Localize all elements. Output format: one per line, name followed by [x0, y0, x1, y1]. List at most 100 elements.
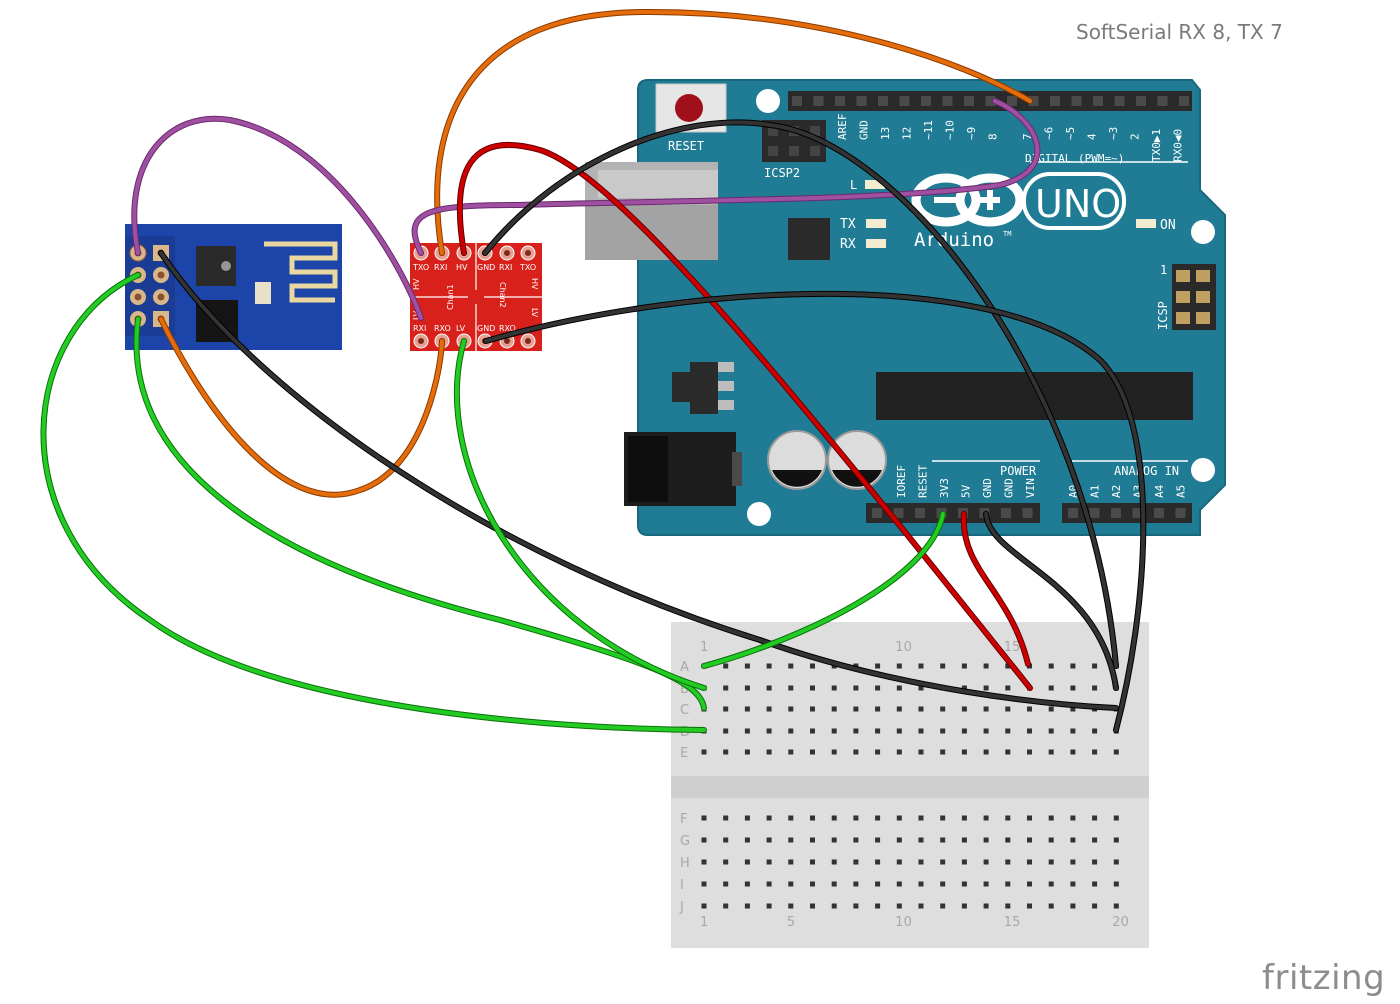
breadboard-hole[interactable]	[875, 685, 881, 691]
breadboard-hole[interactable]	[853, 903, 859, 909]
breadboard-hole[interactable]	[788, 903, 794, 909]
breadboard-hole[interactable]	[961, 749, 967, 755]
header-socket[interactable]	[1111, 508, 1121, 518]
breadboard-hole[interactable]	[1005, 859, 1011, 865]
breadboard-hole[interactable]	[875, 903, 881, 909]
breadboard-hole[interactable]	[896, 749, 902, 755]
breadboard-hole[interactable]	[983, 728, 989, 734]
breadboard-hole[interactable]	[983, 859, 989, 865]
breadboard-hole[interactable]	[723, 859, 729, 865]
header-socket[interactable]	[1093, 96, 1103, 106]
breadboard-hole[interactable]	[853, 859, 859, 865]
breadboard-hole[interactable]	[1092, 749, 1098, 755]
breadboard-hole[interactable]	[788, 685, 794, 691]
breadboard-hole[interactable]	[723, 881, 729, 887]
breadboard-hole[interactable]	[1092, 815, 1098, 821]
breadboard-hole[interactable]	[1005, 881, 1011, 887]
breadboard-hole[interactable]	[810, 903, 815, 909]
breadboard-hole[interactable]	[940, 706, 946, 712]
breadboard-hole[interactable]	[1092, 859, 1098, 865]
breadboard-hole[interactable]	[896, 837, 902, 843]
breadboard-hole[interactable]	[1048, 881, 1054, 887]
breadboard-hole[interactable]	[831, 706, 837, 712]
breadboard-hole[interactable]	[983, 749, 989, 755]
breadboard-hole[interactable]	[1092, 903, 1098, 909]
breadboard-hole[interactable]	[1113, 881, 1119, 887]
breadboard-hole[interactable]	[940, 728, 946, 734]
breadboard-hole[interactable]	[1070, 837, 1076, 843]
breadboard-hole[interactable]	[831, 728, 837, 734]
breadboard-hole[interactable]	[853, 728, 859, 734]
breadboard-hole[interactable]	[983, 881, 989, 887]
breadboard-hole[interactable]	[766, 837, 772, 843]
breadboard-hole[interactable]	[1048, 837, 1054, 843]
breadboard-hole[interactable]	[1092, 685, 1098, 691]
breadboard-hole[interactable]	[875, 815, 881, 821]
breadboard-hole[interactable]	[940, 881, 946, 887]
breadboard-hole[interactable]	[918, 903, 924, 909]
breadboard-hole[interactable]	[788, 706, 794, 712]
breadboard-hole[interactable]	[875, 859, 881, 865]
breadboard-hole[interactable]	[875, 663, 881, 669]
breadboard-hole[interactable]	[810, 749, 815, 755]
breadboard-hole[interactable]	[723, 837, 729, 843]
breadboard-hole[interactable]	[1005, 815, 1011, 821]
breadboard-hole[interactable]	[1070, 663, 1076, 669]
breadboard-hole[interactable]	[810, 685, 815, 691]
breadboard-hole[interactable]	[701, 815, 707, 821]
header-socket[interactable]	[792, 96, 802, 106]
breadboard-hole[interactable]	[896, 859, 902, 865]
breadboard-hole[interactable]	[723, 815, 729, 821]
breadboard-hole[interactable]	[940, 749, 946, 755]
breadboard-hole[interactable]	[961, 815, 967, 821]
breadboard-hole[interactable]	[1027, 859, 1032, 865]
breadboard-hole[interactable]	[701, 881, 707, 887]
breadboard-hole[interactable]	[810, 728, 815, 734]
breadboard-hole[interactable]	[875, 837, 881, 843]
breadboard-hole[interactable]	[1070, 685, 1076, 691]
breadboard-hole[interactable]	[853, 749, 859, 755]
breadboard-hole[interactable]	[1048, 685, 1054, 691]
header-socket[interactable]	[964, 96, 974, 106]
breadboard-hole[interactable]	[918, 685, 924, 691]
breadboard-hole[interactable]	[875, 749, 881, 755]
breadboard-hole[interactable]	[896, 685, 902, 691]
breadboard-hole[interactable]	[788, 859, 794, 865]
breadboard-hole[interactable]	[918, 728, 924, 734]
breadboard-hole[interactable]	[940, 837, 946, 843]
header-socket[interactable]	[915, 508, 925, 518]
breadboard-hole[interactable]	[723, 903, 729, 909]
breadboard-hole[interactable]	[961, 663, 967, 669]
breadboard-hole[interactable]	[1005, 685, 1011, 691]
breadboard-hole[interactable]	[1027, 815, 1032, 821]
header-socket[interactable]	[1175, 508, 1186, 518]
reset-button-cap[interactable]	[675, 94, 703, 122]
header-socket[interactable]	[985, 96, 996, 106]
header-socket[interactable]	[1114, 96, 1125, 106]
header-socket[interactable]	[1028, 96, 1039, 106]
header-socket[interactable]	[1071, 96, 1082, 106]
breadboard-hole[interactable]	[1048, 815, 1054, 821]
breadboard-hole[interactable]	[1113, 749, 1119, 755]
breadboard-hole[interactable]	[766, 706, 772, 712]
breadboard-hole[interactable]	[918, 837, 924, 843]
breadboard-hole[interactable]	[723, 706, 729, 712]
breadboard-hole[interactable]	[744, 859, 750, 865]
breadboard-hole[interactable]	[983, 837, 989, 843]
breadboard-hole[interactable]	[1092, 837, 1098, 843]
breadboard-hole[interactable]	[940, 663, 946, 669]
breadboard-hole[interactable]	[961, 881, 967, 887]
breadboard-hole[interactable]	[831, 749, 837, 755]
breadboard-hole[interactable]	[875, 881, 881, 887]
breadboard-hole[interactable]	[875, 728, 881, 734]
breadboard-hole[interactable]	[1005, 837, 1011, 843]
breadboard-hole[interactable]	[723, 728, 729, 734]
breadboard-hole[interactable]	[744, 663, 750, 669]
breadboard-hole[interactable]	[940, 815, 946, 821]
breadboard-hole[interactable]	[831, 685, 837, 691]
breadboard-hole[interactable]	[1070, 706, 1076, 712]
breadboard-hole[interactable]	[1113, 859, 1119, 865]
breadboard-hole[interactable]	[1048, 749, 1054, 755]
header-socket[interactable]	[1022, 508, 1033, 518]
header-socket[interactable]	[1136, 96, 1146, 106]
